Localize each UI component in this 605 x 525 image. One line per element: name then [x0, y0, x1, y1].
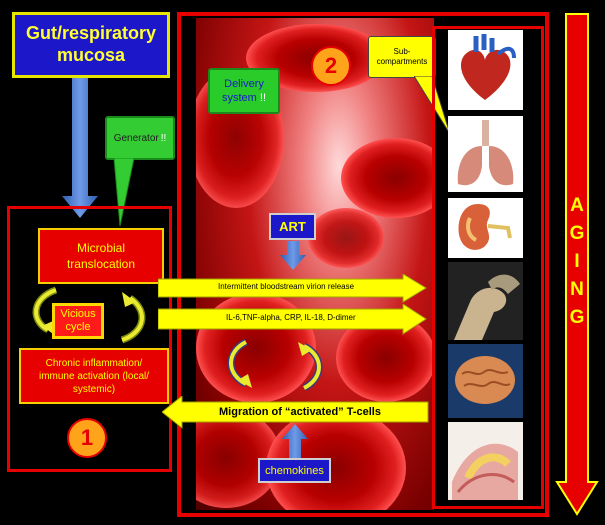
aging-letter-i: I — [574, 251, 580, 272]
subcomp-line2: compartments — [376, 57, 428, 66]
migration-arrow — [162, 396, 429, 430]
delivery-mark: !! — [259, 92, 267, 104]
sub-compartments-callout: Sub- compartments — [368, 36, 436, 78]
aging-letter-a: A — [570, 195, 584, 216]
aging-letter-n: N — [570, 279, 584, 300]
microbial-translocation-box: Microbial translocation — [38, 228, 164, 284]
generator-pointer — [113, 158, 135, 227]
aging-letter-g: G — [569, 223, 585, 244]
virion-release-label: Intermittent bloodstream virion release — [218, 282, 355, 291]
delivery-line2: system — [221, 92, 257, 104]
vicious-cycle-arrows — [32, 286, 146, 344]
chemokines-box: chemokines — [258, 458, 331, 483]
number-one-badge: 1 — [67, 418, 107, 458]
aging-letter-g2: G — [569, 307, 585, 328]
middle-cycle-arrows — [227, 338, 323, 392]
chronic-line1: Chronic inflammation/ — [45, 357, 143, 369]
brain-icon — [448, 344, 523, 418]
microbial-line1: Microbial — [76, 240, 125, 255]
heart-icon — [448, 30, 523, 110]
joint-icon — [448, 262, 523, 340]
microbial-line2: translocation — [66, 257, 136, 271]
chronic-line3: systemic) — [72, 383, 116, 395]
mucosa-down-arrow — [62, 78, 98, 218]
cytokines-label: IL-6,TNF-alpha, CRP, IL-18, D-dimer — [226, 313, 356, 322]
generator-mark: !! — [160, 132, 167, 144]
vicious-line2: cycle — [65, 321, 91, 333]
number-two-badge: 2 — [311, 46, 351, 86]
chronic-inflammation-box: Chronic inflammation/ immune activation … — [19, 348, 169, 404]
mucosa-line1: Gut/respiratory — [25, 23, 157, 44]
bloodstream-panel-frame — [177, 12, 549, 517]
subcomp-line1: Sub- — [393, 47, 411, 57]
gut-respiratory-mucosa-box: Gut/respiratory mucosa — [12, 12, 170, 78]
delivery-system-box: Delivery system !! — [208, 68, 280, 114]
generator-label: Generator — [113, 132, 159, 144]
virion-release-arrow — [158, 274, 427, 303]
cytokines-arrow — [158, 304, 427, 335]
art-down-arrow — [280, 241, 306, 270]
delivery-line1: Delivery — [224, 77, 264, 90]
generator-callout: Generator !! — [105, 116, 175, 160]
intestine-icon — [448, 422, 523, 500]
kidney-icon — [448, 198, 523, 258]
chemokines-up-arrow — [282, 424, 308, 458]
lungs-icon — [448, 116, 523, 192]
left-panel-frame — [7, 206, 172, 472]
mucosa-line2: mucosa — [56, 45, 125, 65]
vicious-cycle-box: Vicious cycle — [52, 303, 104, 339]
chronic-line2: immune activation (local/ — [38, 370, 150, 382]
migration-label: Migration of “activated” T-cells — [219, 406, 381, 418]
vicious-line1: Vicious — [60, 307, 96, 320]
organ-images-frame — [432, 26, 544, 509]
art-box: ART — [269, 213, 316, 240]
aging-arrow — [555, 13, 599, 516]
